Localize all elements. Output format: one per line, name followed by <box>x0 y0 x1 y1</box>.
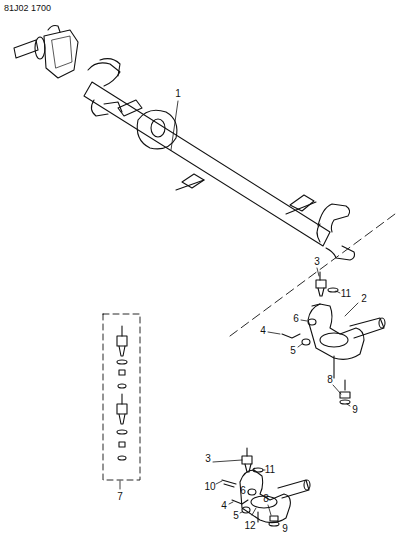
callout-number: 11 <box>341 289 351 299</box>
left-knuckle <box>14 26 78 79</box>
callout-number: 12 <box>244 521 255 531</box>
callout-number: 6 <box>293 314 299 324</box>
callout-number: 2 <box>361 294 367 304</box>
axle-housing <box>84 59 355 260</box>
callout-number: 3 <box>314 257 320 267</box>
callout-number: 11 <box>265 465 275 475</box>
callout-number: 5 <box>233 511 239 521</box>
right-knuckle <box>282 272 385 404</box>
callout-number: 9 <box>352 405 358 415</box>
callout-number: 8 <box>327 375 333 385</box>
callout-number: 4 <box>260 326 266 336</box>
callout-number: 1 <box>175 89 181 99</box>
callout-number: 6 <box>240 486 246 496</box>
lower-knuckle <box>222 448 310 526</box>
callout-number: 5 <box>290 346 296 356</box>
drawing-number: 81J02 1700 <box>4 4 51 13</box>
callout-number: 9 <box>282 524 288 533</box>
callout-number: 8 <box>263 494 269 504</box>
callout-number: 3 <box>205 454 211 464</box>
callout-number: 10 <box>204 482 215 492</box>
ball-joint-kit <box>103 314 140 480</box>
callout-number: 7 <box>117 492 123 502</box>
callout-number: 4 <box>221 501 227 511</box>
leader-lines <box>120 101 358 515</box>
